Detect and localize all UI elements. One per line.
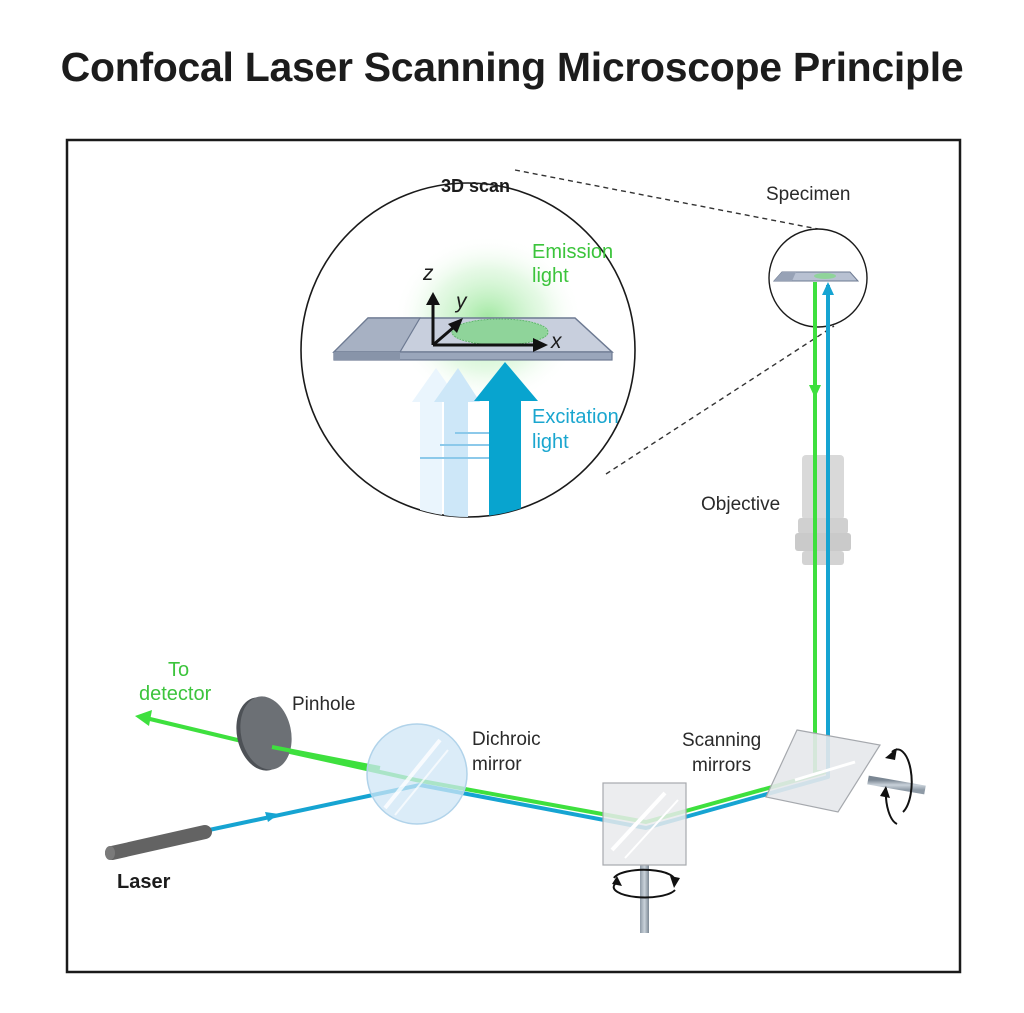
scanning-mirror-2 <box>765 729 926 813</box>
dichroic-mirror <box>366 723 468 825</box>
rotation-arrow-mirror-1 <box>612 868 680 899</box>
faded-excitation-beams <box>412 368 490 517</box>
specimen-label: Specimen <box>766 184 851 205</box>
excitation-light-label-2: light <box>532 431 569 453</box>
scanning-mirrors-label-1: Scanning <box>682 730 761 751</box>
emission-light-label-2: light <box>532 265 569 287</box>
scanning-mirrors-label-2: mirrors <box>692 755 751 776</box>
excitation-light-label-1: Excitation <box>532 406 619 428</box>
page-title: Confocal Laser Scanning Microscope Princ… <box>60 44 964 90</box>
to-detector-arrowhead <box>135 710 152 726</box>
emission-arrowhead <box>809 385 821 398</box>
pinhole <box>236 696 292 771</box>
objective-lens <box>795 455 851 565</box>
zoom-line-bottom <box>605 325 835 475</box>
to-detector-label-2: detector <box>139 683 212 705</box>
excitation-arrowhead-up <box>822 282 834 295</box>
specimen-circle <box>768 228 868 328</box>
laser-device <box>105 825 212 860</box>
inset-heading: 3D scan <box>441 176 510 196</box>
microscope-slide <box>332 317 614 361</box>
rotation-arrow-mirror-2 <box>880 748 913 825</box>
laser-arrowhead <box>265 812 279 822</box>
excitation-arrow <box>474 362 538 517</box>
emission-light-label-1: Emission <box>532 241 613 263</box>
dichroic-mirror-label-2: mirror <box>472 754 522 775</box>
xyz-axes: z y x <box>422 262 563 353</box>
scanning-mirror-1 <box>602 782 687 933</box>
axis-x-label: x <box>550 330 563 353</box>
inset-3d-scan: z y x 3D scan Emission light Excitation … <box>300 176 636 518</box>
objective-label: Objective <box>701 494 780 515</box>
to-detector-beam <box>149 717 251 745</box>
to-detector-label-1: To <box>168 659 189 681</box>
pinhole-label: Pinhole <box>292 694 355 715</box>
pinhole-beam-through <box>271 745 381 770</box>
dichroic-mirror-label-1: Dichroic <box>472 729 541 750</box>
axis-y-label: y <box>454 290 468 313</box>
laser-label: Laser <box>117 871 171 893</box>
axis-z-label: z <box>422 262 434 285</box>
diagram-frame <box>65 138 962 974</box>
zoom-line-top <box>514 169 819 230</box>
